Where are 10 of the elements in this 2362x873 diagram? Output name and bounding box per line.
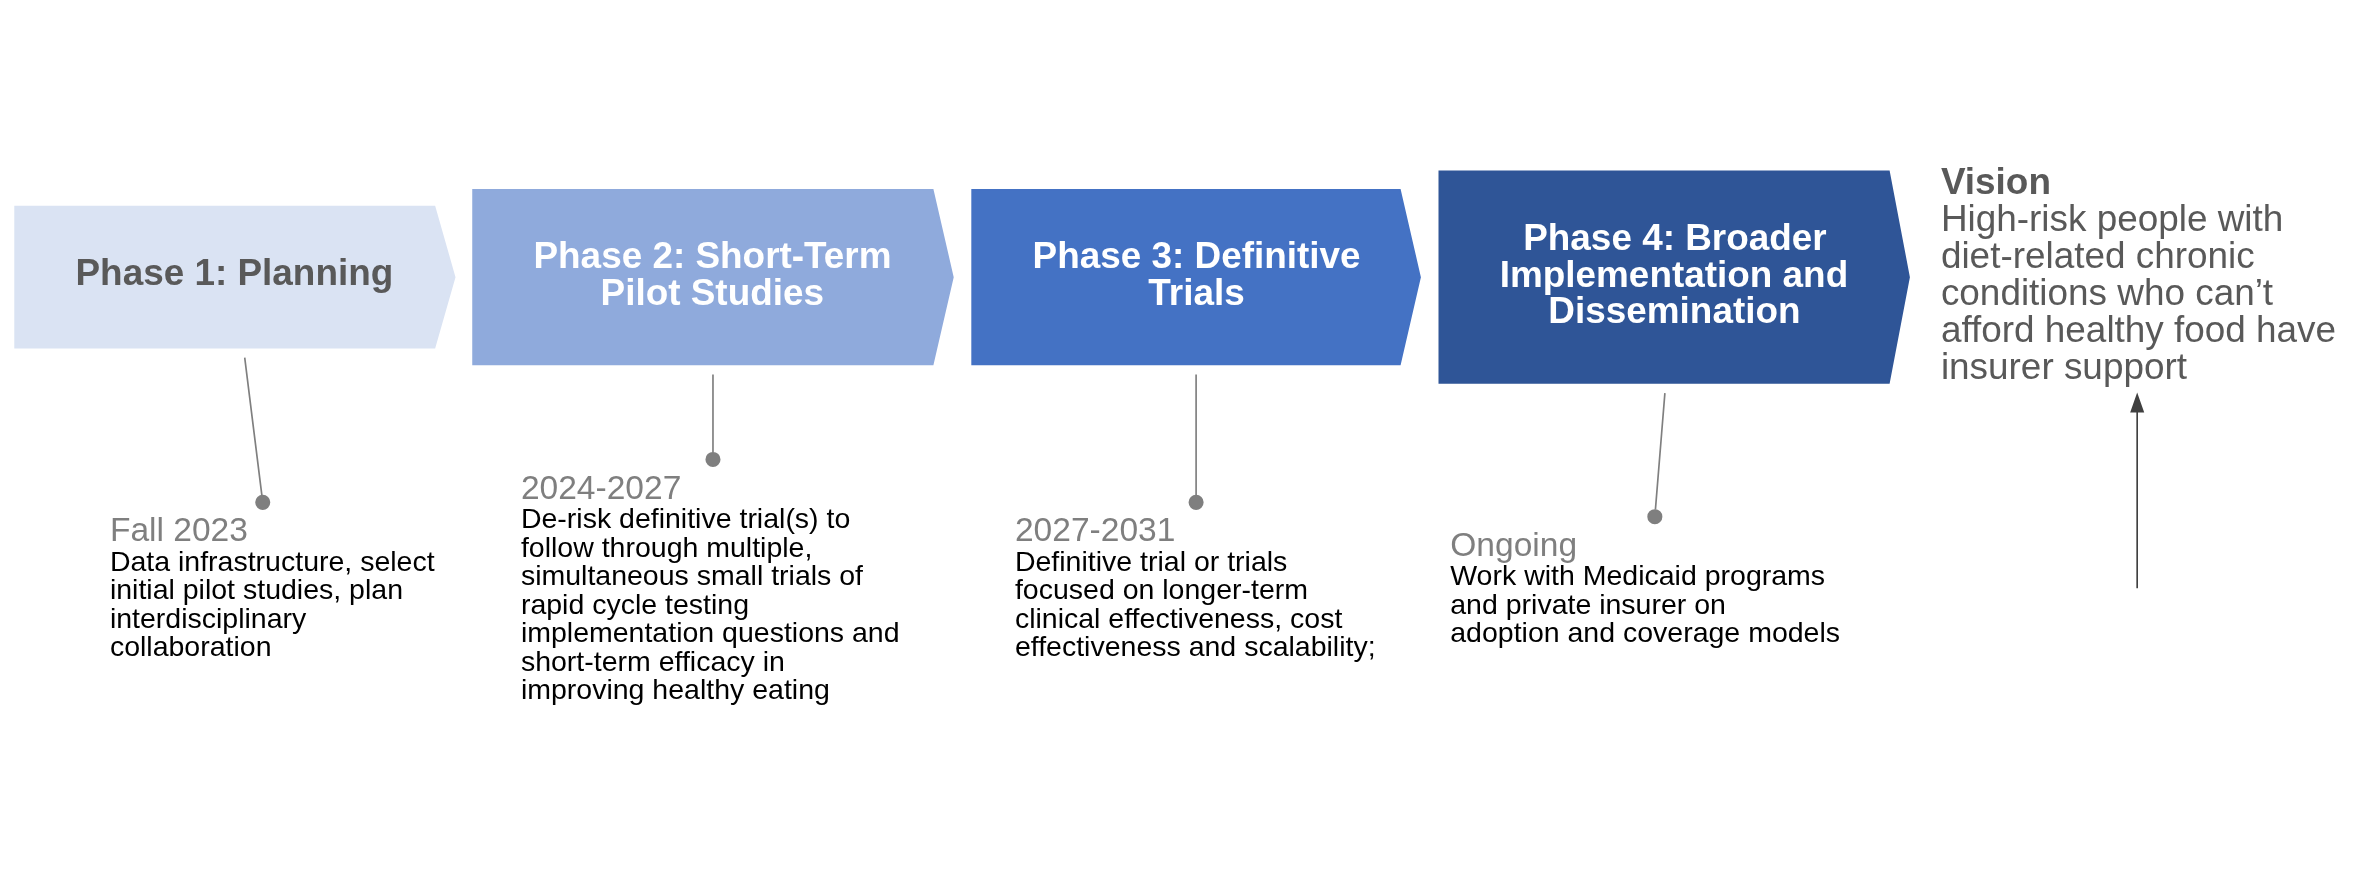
arrow [2130,392,2145,590]
node-text: 2024-2027 De-risk definitive trial(s) to follow through multiple, simultaneous small trials of rapid cycle testing implementation questions and short-term efficacy in improving healthy eating [520,468,900,706]
connector [705,373,721,467]
connector [243,356,271,510]
connector [1188,373,1204,510]
node-text: Fall 2023 Data infrastructure, select initial pilot studies, plan interdisciplinary collaboration [109,511,435,663]
node-text: Ongoing Work with Medicaid programs and private insurer on adoption and coverage models [1450,525,1841,649]
node-text: 2027-2031 Definitive trial or trials focused on longer-term clinical effectiveness, cost effectiveness and scalability; [1014,511,1376,663]
node-text: Vision High-risk people with diet-related chronic conditions who can’t afford healthy food have insurer support [1940,161,2337,387]
connector [1647,392,1666,525]
